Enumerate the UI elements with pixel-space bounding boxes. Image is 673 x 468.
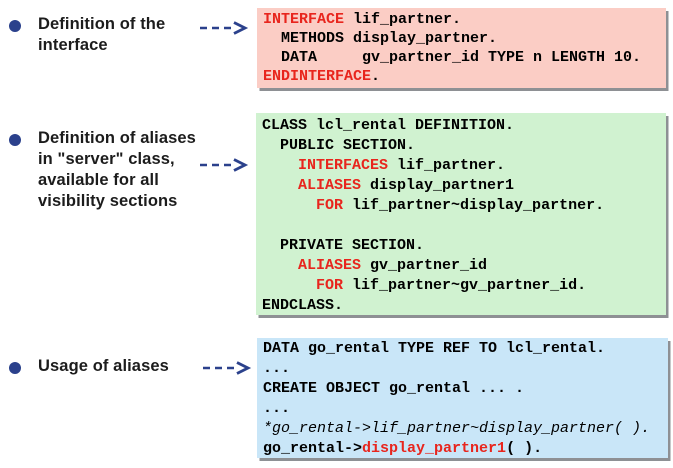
- code-text: DATA go_rental TYPE REF TO lcl_rental.: [263, 340, 606, 357]
- code-line: CLASS lcl_rental DEFINITION.: [262, 116, 666, 136]
- bullet-text: Usage of aliases: [38, 356, 169, 377]
- code-keyword: display_partner1: [362, 440, 507, 457]
- code-text: lif_partner.: [388, 157, 506, 174]
- code-line: INTERFACES lif_partner.: [262, 156, 666, 176]
- code-line: ...: [263, 359, 668, 379]
- code-text: PRIVATE SECTION.: [262, 237, 425, 254]
- code-text: CREATE OBJECT go_rental ... .: [263, 380, 525, 397]
- bullet-text-line: visibility sections: [38, 192, 178, 210]
- code-text: [262, 277, 316, 294]
- bullet-text-line: Usage of aliases: [38, 357, 169, 375]
- code-keyword: ENDINTERFACE: [263, 68, 372, 85]
- code-keyword: FOR: [316, 277, 344, 294]
- code-text: [262, 257, 298, 274]
- dashed-arrow-icon: [200, 21, 249, 35]
- code-text: lif_partner.: [344, 11, 462, 28]
- code-line: ENDINTERFACE.: [263, 67, 666, 86]
- code-text: DATA gv_partner_id TYPE n LENGTH 10.: [263, 49, 642, 66]
- code-text: lif_partner~gv_partner_id.: [343, 277, 587, 294]
- bullet-text-line: Definition of the: [38, 15, 166, 33]
- code-keyword: INTERFACES: [298, 157, 389, 174]
- code-text: ENDCLASS.: [262, 297, 344, 314]
- code-line: ENDCLASS.: [262, 296, 666, 315]
- code-box-alias-usage: DATA go_rental TYPE REF TO lcl_rental...…: [257, 338, 668, 458]
- bullet-text: Definition of aliases in "server" class, a…: [38, 128, 196, 212]
- code-text: ( ).: [506, 440, 543, 457]
- code-box-class-definition: CLASS lcl_rental DEFINITION. PUBLIC SECT…: [256, 113, 666, 315]
- code-line: [262, 216, 666, 236]
- code-line: PUBLIC SECTION.: [262, 136, 666, 156]
- code-line: *go_rental->lif_partner~display_partner(…: [263, 419, 668, 439]
- code-line: ALIASES gv_partner_id: [262, 256, 666, 276]
- code-text: CLASS lcl_rental DEFINITION.: [262, 117, 515, 134]
- dashed-arrow-icon: [203, 361, 252, 375]
- code-line: DATA gv_partner_id TYPE n LENGTH 10.: [263, 48, 666, 67]
- code-text: lif_partner~display_partner.: [343, 197, 605, 214]
- code-text: go_rental->: [263, 440, 363, 457]
- code-text: [262, 157, 298, 174]
- code-line: DATA go_rental TYPE REF TO lcl_rental.: [263, 339, 668, 359]
- bullet-text-line: in "server" class,: [38, 150, 175, 168]
- code-text: display_partner1: [361, 177, 515, 194]
- bullet-text-line: interface: [38, 36, 108, 54]
- dashed-arrow-icon: [200, 158, 249, 172]
- code-line: FOR lif_partner~gv_partner_id.: [262, 276, 666, 296]
- code-text: gv_partner_id: [361, 257, 488, 274]
- bullet-dot-icon: [9, 134, 21, 146]
- code-text: ...: [263, 400, 291, 417]
- code-line: INTERFACE lif_partner.: [263, 10, 666, 29]
- code-line: PRIVATE SECTION.: [262, 236, 666, 256]
- bullet-text-line: available for all: [38, 171, 159, 189]
- code-line: ...: [263, 399, 668, 419]
- bullet-text: Definition of the interface: [38, 14, 165, 56]
- code-text: METHODS display_partner.: [263, 30, 498, 47]
- code-text: [262, 197, 316, 214]
- code-line: go_rental->display_partner1( ).: [263, 439, 668, 458]
- code-keyword: ALIASES: [298, 257, 362, 274]
- code-comment: *go_rental->lif_partner~display_partner(…: [263, 420, 651, 437]
- code-box-interface-definition: INTERFACE lif_partner. METHODS display_p…: [257, 8, 666, 88]
- code-text: ...: [263, 360, 291, 377]
- code-text: PUBLIC SECTION.: [262, 137, 416, 154]
- bullet-dot-icon: [9, 20, 21, 32]
- code-line: METHODS display_partner.: [263, 29, 666, 48]
- code-keyword: FOR: [316, 197, 344, 214]
- code-line: CREATE OBJECT go_rental ... .: [263, 379, 668, 399]
- code-line: FOR lif_partner~display_partner.: [262, 196, 666, 216]
- bullet-dot-icon: [9, 362, 21, 374]
- code-keyword: ALIASES: [298, 177, 362, 194]
- code-text: .: [371, 68, 381, 85]
- bullet-text-line: Definition of aliases: [38, 129, 196, 147]
- code-keyword: INTERFACE: [263, 11, 345, 28]
- code-text: [262, 177, 298, 194]
- code-line: ALIASES display_partner1: [262, 176, 666, 196]
